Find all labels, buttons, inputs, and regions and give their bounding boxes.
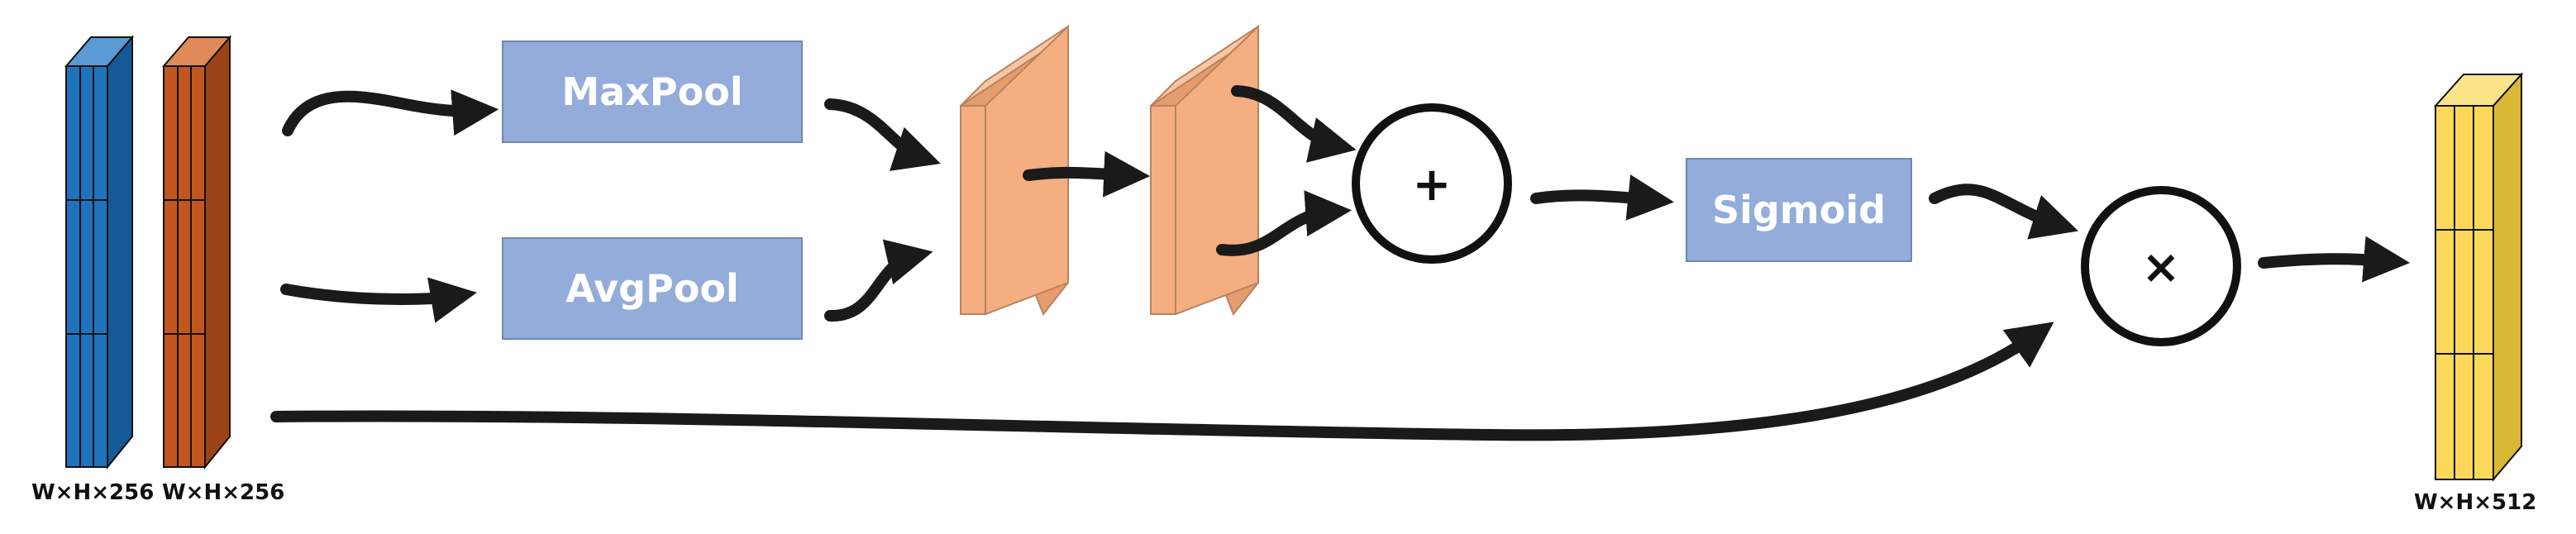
avgpool-label: AvgPool [565, 266, 739, 311]
arrow-maxpool-to-map [824, 98, 941, 171]
avgpool-box: AvgPool [502, 237, 803, 340]
feature-map-2 [1149, 24, 1259, 316]
arrow-map1-to-map2 [1023, 150, 1151, 198]
sigmoid-label: Sigmoid [1712, 188, 1886, 232]
add-operator: + [1352, 103, 1512, 264]
arrow-add-to-sigmoid [1530, 174, 1675, 221]
multiply-symbol: × [2142, 241, 2181, 294]
add-symbol: + [1413, 158, 1452, 212]
feature-map-1 [959, 24, 1069, 316]
input-tensor-blue [64, 35, 135, 470]
sigmoid-box: Sigmoid [1686, 158, 1912, 262]
arrow-map2-to-add-top [1231, 85, 1357, 163]
arrow-input-to-multiply [270, 322, 2054, 441]
output-tensor-yellow [2433, 72, 2524, 482]
maxpool-label: MaxPool [561, 69, 742, 114]
input-a-dims-label: W×H×256 [31, 480, 154, 505]
arrow-avgpool-to-map [824, 239, 933, 322]
input-tensor-orange [161, 35, 232, 470]
maxpool-box: MaxPool [502, 41, 803, 143]
arrow-sigmoid-to-multiply [1929, 184, 2079, 240]
input-b-dims-label: W×H×256 [162, 480, 284, 505]
multiply-operator: × [2081, 186, 2241, 346]
arrow-multiply-to-output [2258, 236, 2411, 283]
output-dims-label: W×H×512 [2414, 490, 2536, 515]
arrow-input-to-maxpool [282, 89, 499, 136]
arrow-input-to-avgpool [280, 277, 477, 323]
arrow-map2-to-add-bottom [1216, 190, 1352, 256]
